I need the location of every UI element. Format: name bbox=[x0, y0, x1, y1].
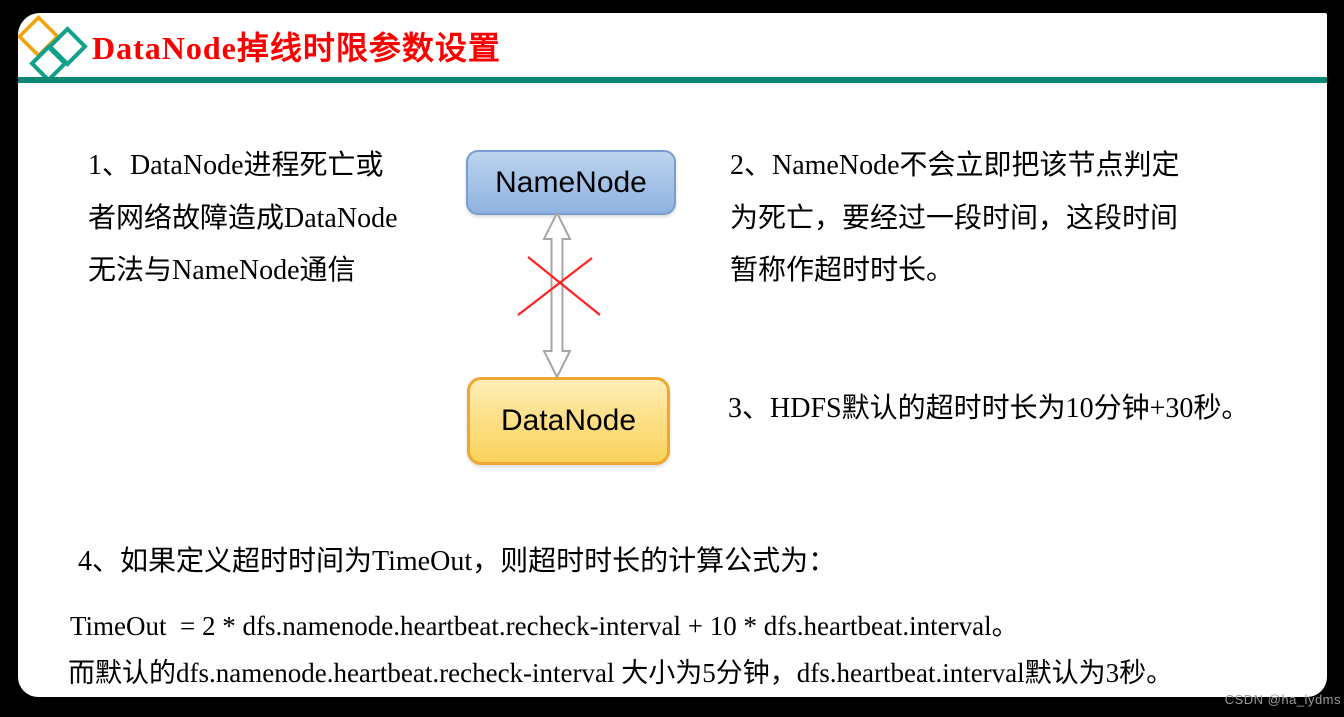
watermark: CSDN @ha_lydms bbox=[1224, 692, 1341, 707]
note-item3: 3、HDFS默认的超时时长为10分钟+30秒。 bbox=[728, 393, 1250, 424]
page-title: DataNode掉线时限参数设置 bbox=[92, 30, 501, 66]
logo-diamond-teal-bottom-icon bbox=[29, 44, 68, 83]
note-item2-line2: 为死亡，要经过一段时间，这段时间 bbox=[730, 202, 1179, 234]
cross-line-1 bbox=[527, 256, 601, 316]
namenode-label: NameNode bbox=[495, 165, 647, 199]
note-item2-line3: 暂称作超时时长。 bbox=[730, 255, 955, 286]
disconnect-cross-icon bbox=[517, 256, 601, 316]
note-item1-line3: 无法与NameNode通信 bbox=[88, 255, 356, 286]
namenode-box: NameNode bbox=[466, 150, 676, 215]
datanode-label: DataNode bbox=[500, 404, 637, 437]
diamonds-logo-icon bbox=[18, 14, 88, 83]
slide-panel: DataNode掉线时限参数设置 1、DataNode进程死亡或 者网络故障造成… bbox=[18, 13, 1327, 697]
note-item4: 4、如果定义超时时间为TimeOut，则超时时长的计算公式为： bbox=[78, 546, 837, 577]
note-item1-line2: 者网络故障造成DataNode bbox=[88, 202, 398, 234]
formula-defaults: 而默认的dfs.namenode.heartbeat.recheck-inter… bbox=[68, 658, 1174, 688]
note-item1-line1: 1、DataNode进程死亡或 bbox=[88, 150, 384, 181]
note-item1: 1、DataNode进程死亡或 者网络故障造成DataNode 无法与NameN… bbox=[88, 140, 398, 298]
timeout-formula: TimeOut = 2 * dfs.namenode.heartbeat.rec… bbox=[70, 611, 1019, 641]
cross-line-2 bbox=[517, 257, 593, 316]
note-item2-line1: 2、NameNode不会立即把该节点判定 bbox=[730, 150, 1180, 181]
datanode-box: DataNode bbox=[467, 377, 670, 465]
note-item2: 2、NameNode不会立即把该节点判定 为死亡，要经过一段时间，这段时间 暂称… bbox=[730, 140, 1180, 298]
header-divider bbox=[18, 77, 1327, 83]
